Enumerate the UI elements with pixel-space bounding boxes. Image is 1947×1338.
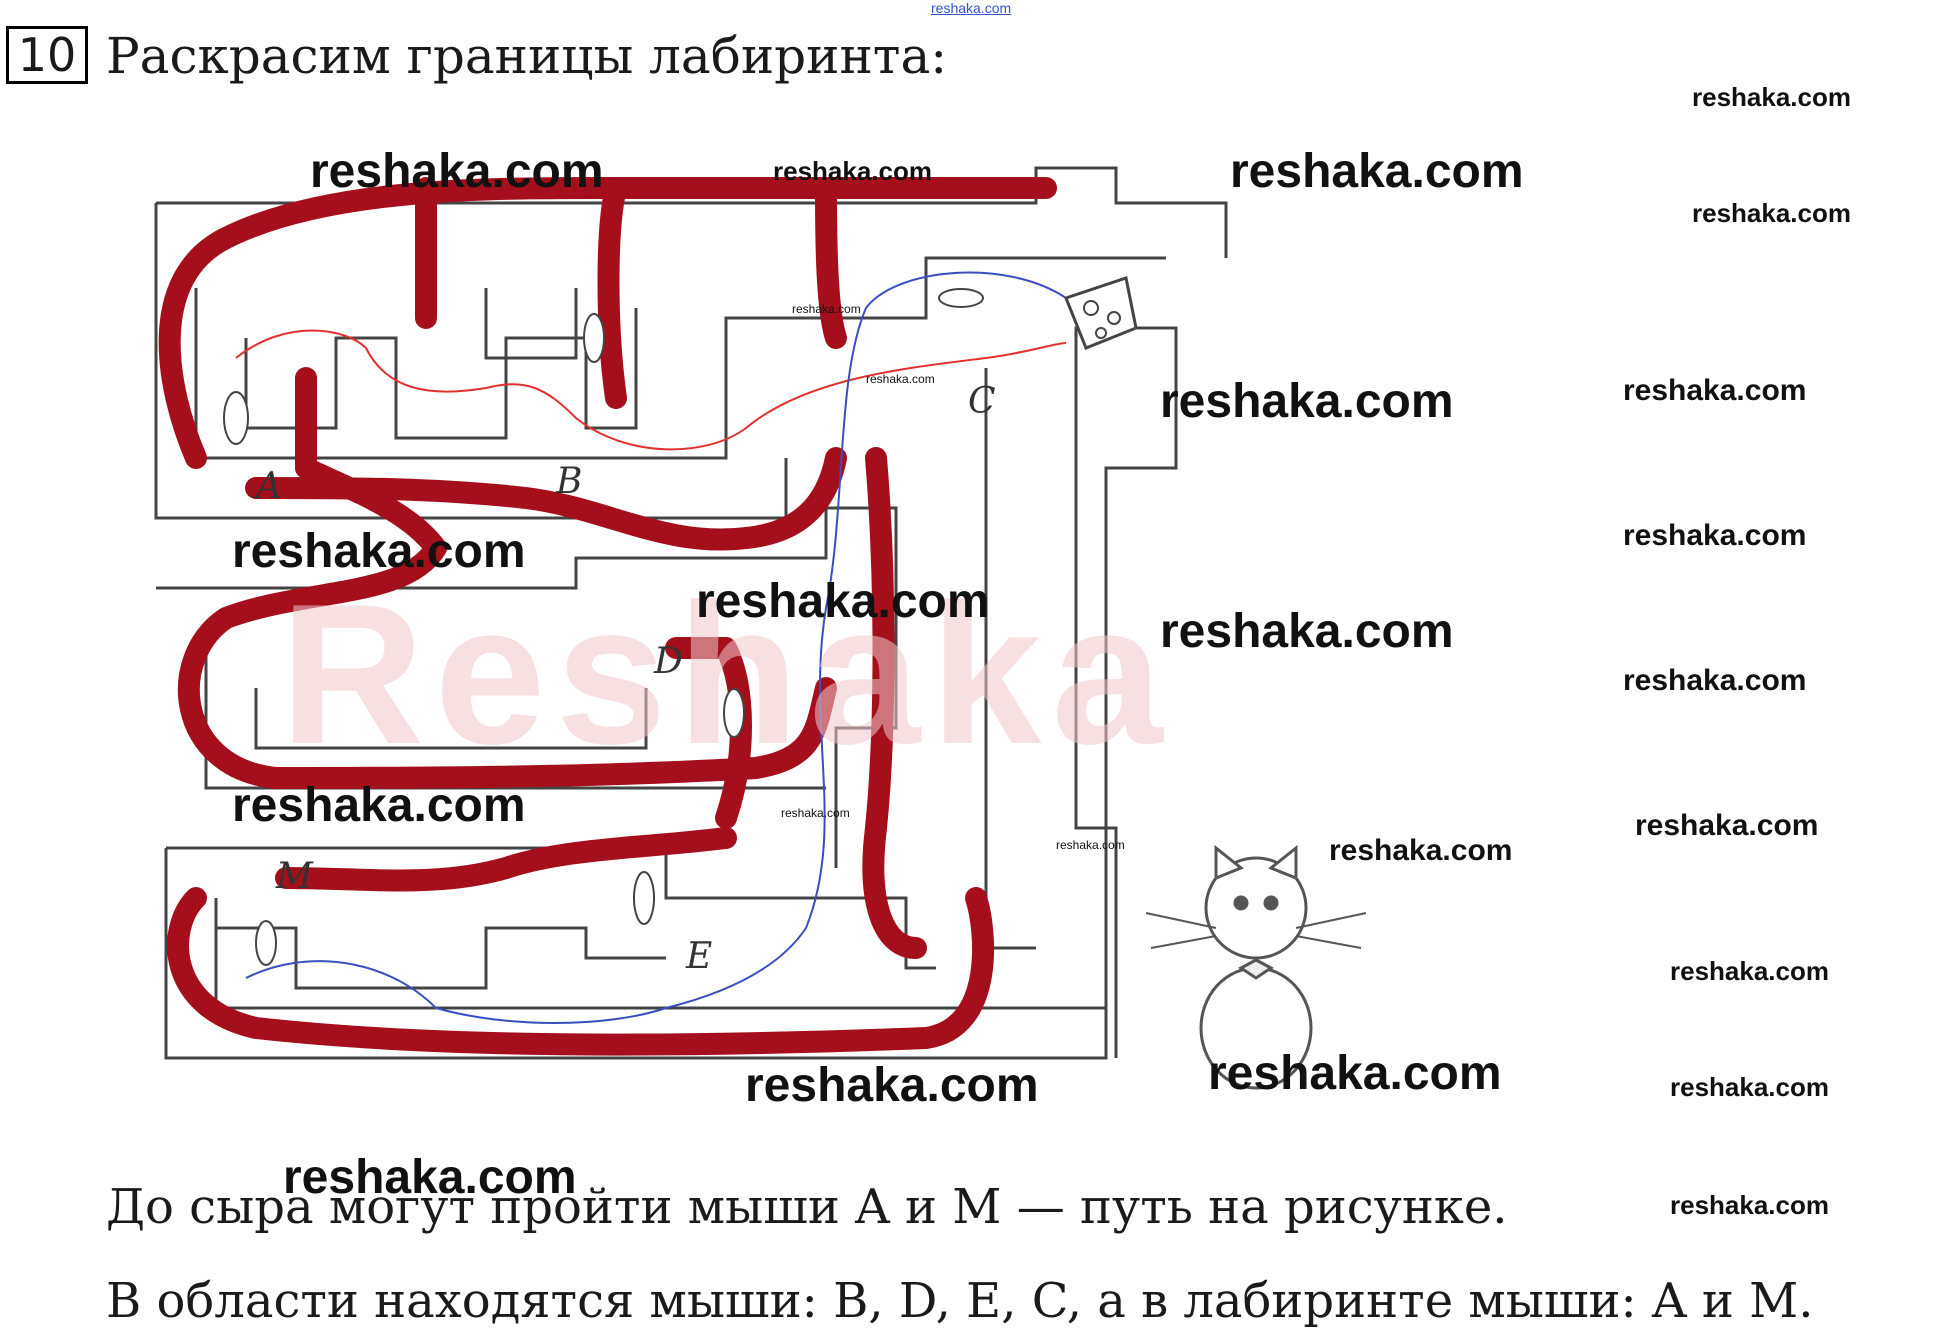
watermark: reshaka.com: [696, 575, 990, 628]
cat-icon: [1145, 844, 1367, 1090]
label-b: B: [555, 461, 582, 502]
label-a: A: [253, 466, 282, 507]
path-mouse-a: [235, 329, 1067, 451]
watermark: reshaka.com: [232, 779, 526, 832]
watermark: reshaka.com: [1670, 956, 1829, 986]
answer-line-2: В области находятся мыши: B, D, E, C, а …: [106, 1273, 1814, 1329]
watermark: reshaka.com: [1670, 1072, 1829, 1102]
watermark: reshaka.com: [1329, 834, 1513, 867]
watermark: reshaka.com: [1623, 374, 1807, 407]
watermark: reshaka.com: [232, 525, 526, 578]
watermark: reshaka.com: [283, 1151, 577, 1204]
watermark: reshaka.com: [1692, 198, 1851, 228]
watermark-ghost: Reshaka: [280, 563, 1173, 786]
watermark: reshaka.com: [1160, 375, 1454, 428]
label-m: M: [275, 856, 314, 897]
label-e: E: [685, 936, 712, 977]
maze-figure: A B C D E M: [154, 166, 1367, 1090]
watermark: reshaka.com: [1230, 145, 1524, 198]
watermark: reshaka.com: [866, 372, 935, 386]
watermark: reshaka.com: [1670, 1190, 1829, 1220]
task-title: Раскрасим границы лабиринта:: [106, 27, 948, 85]
maze-boundary: [158, 177, 1057, 1056]
path-mouse-m: [245, 271, 1067, 1024]
watermark: reshaka.com: [1160, 605, 1454, 658]
task-number: 10: [6, 26, 88, 84]
answer-line-1: До сыра могут пройти мыши A и M — путь н…: [106, 1179, 1508, 1235]
watermark: reshaka.com: [792, 302, 861, 316]
watermark: reshaka.com: [745, 1059, 1039, 1112]
watermark: reshaka.com: [773, 156, 932, 186]
watermark: reshaka.com: [781, 806, 850, 820]
watermark: reshaka.com: [310, 145, 604, 198]
watermark: reshaka.com: [1623, 664, 1807, 697]
watermark: reshaka.com: [1692, 82, 1851, 112]
label-d: D: [653, 641, 683, 682]
watermark: reshaka.com: [1623, 519, 1807, 552]
cheese-icon: [1064, 276, 1138, 350]
watermark-top: reshaka.com: [931, 0, 1012, 16]
mouse-icon: [223, 288, 984, 966]
watermark: reshaka.com: [1208, 1047, 1502, 1100]
watermark: reshaka.com: [1635, 809, 1819, 842]
label-c: C: [968, 381, 996, 422]
watermark: reshaka.com: [1056, 838, 1125, 852]
